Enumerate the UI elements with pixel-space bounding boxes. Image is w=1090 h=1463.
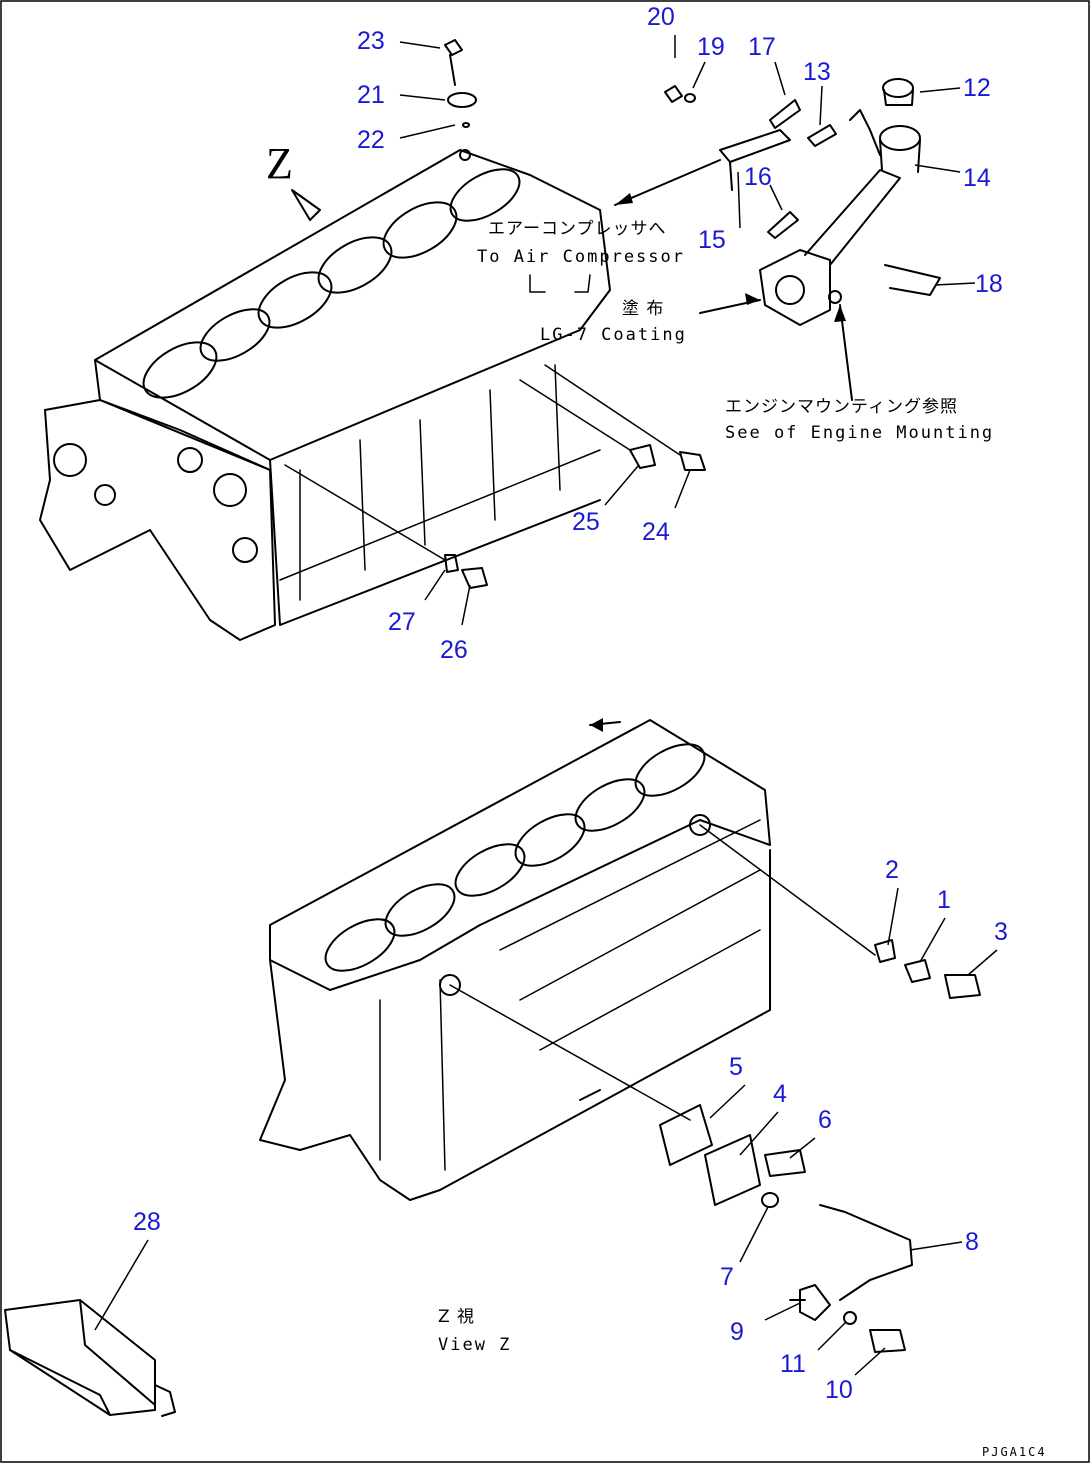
view-z-caption-jp: Z 視 — [438, 1307, 475, 1327]
callout-20: 20 — [647, 3, 675, 31]
callout-1: 1 — [937, 886, 951, 914]
callout-9: 9 — [730, 1318, 744, 1346]
engine-block-upper: Z — [39, 139, 611, 641]
callout-14: 14 — [963, 164, 991, 192]
callout-10: 10 — [825, 1376, 853, 1404]
callout-15: 15 — [698, 226, 726, 254]
callout-2: 2 — [885, 856, 899, 884]
upper-notes: エアーコンプレッサへ To Air Compressor 塗 布 LG-7 Co… — [477, 159, 994, 443]
note-air-compressor-jp: エアーコンプレッサへ — [488, 219, 666, 239]
note-coating-jp: 塗 布 — [622, 298, 664, 319]
callout-21: 21 — [357, 81, 385, 109]
callout-numbers: 23 21 22 20 19 17 13 12 14 16 15 18 25 2… — [133, 3, 1008, 1404]
view-z-letter: Z — [266, 139, 293, 188]
callout-25: 25 — [572, 508, 600, 536]
callout-22: 22 — [357, 126, 385, 154]
callout-4: 4 — [773, 1080, 787, 1108]
sensor-fittings — [284, 364, 706, 589]
callout-leaders — [94, 35, 998, 1376]
note-coating-en: LG-7 Coating — [540, 325, 687, 345]
callout-13: 13 — [803, 58, 831, 86]
callout-16: 16 — [744, 163, 772, 191]
callout-6: 6 — [818, 1106, 832, 1134]
callout-28: 28 — [133, 1208, 161, 1236]
special-tool-28 — [4, 1299, 176, 1417]
note-engine-mounting-jp: エンジンマウンティング参照 — [725, 397, 958, 417]
callout-3: 3 — [994, 918, 1008, 946]
note-air-compressor-en: To Air Compressor — [477, 247, 685, 267]
callout-27: 27 — [388, 608, 416, 636]
callout-19: 19 — [697, 33, 725, 61]
lower-parts — [659, 939, 981, 1353]
callout-23: 23 — [357, 27, 385, 55]
callout-18: 18 — [975, 270, 1003, 298]
oil-filler-assembly — [664, 78, 941, 326]
view-z-caption-en: View Z — [438, 1335, 511, 1355]
drawing-code: PJGA1C4 — [982, 1445, 1047, 1459]
callout-26: 26 — [440, 636, 468, 664]
callout-17: 17 — [748, 33, 776, 61]
callout-12: 12 — [963, 74, 991, 102]
callout-11: 11 — [780, 1350, 806, 1378]
engine-block-lower — [259, 718, 876, 1201]
plug-bolts — [444, 39, 477, 161]
callout-24: 24 — [642, 518, 670, 546]
callout-8: 8 — [965, 1228, 979, 1256]
note-engine-mounting-en: See of Engine Mounting — [725, 423, 994, 443]
callout-5: 5 — [729, 1053, 743, 1081]
callout-7: 7 — [720, 1263, 734, 1291]
